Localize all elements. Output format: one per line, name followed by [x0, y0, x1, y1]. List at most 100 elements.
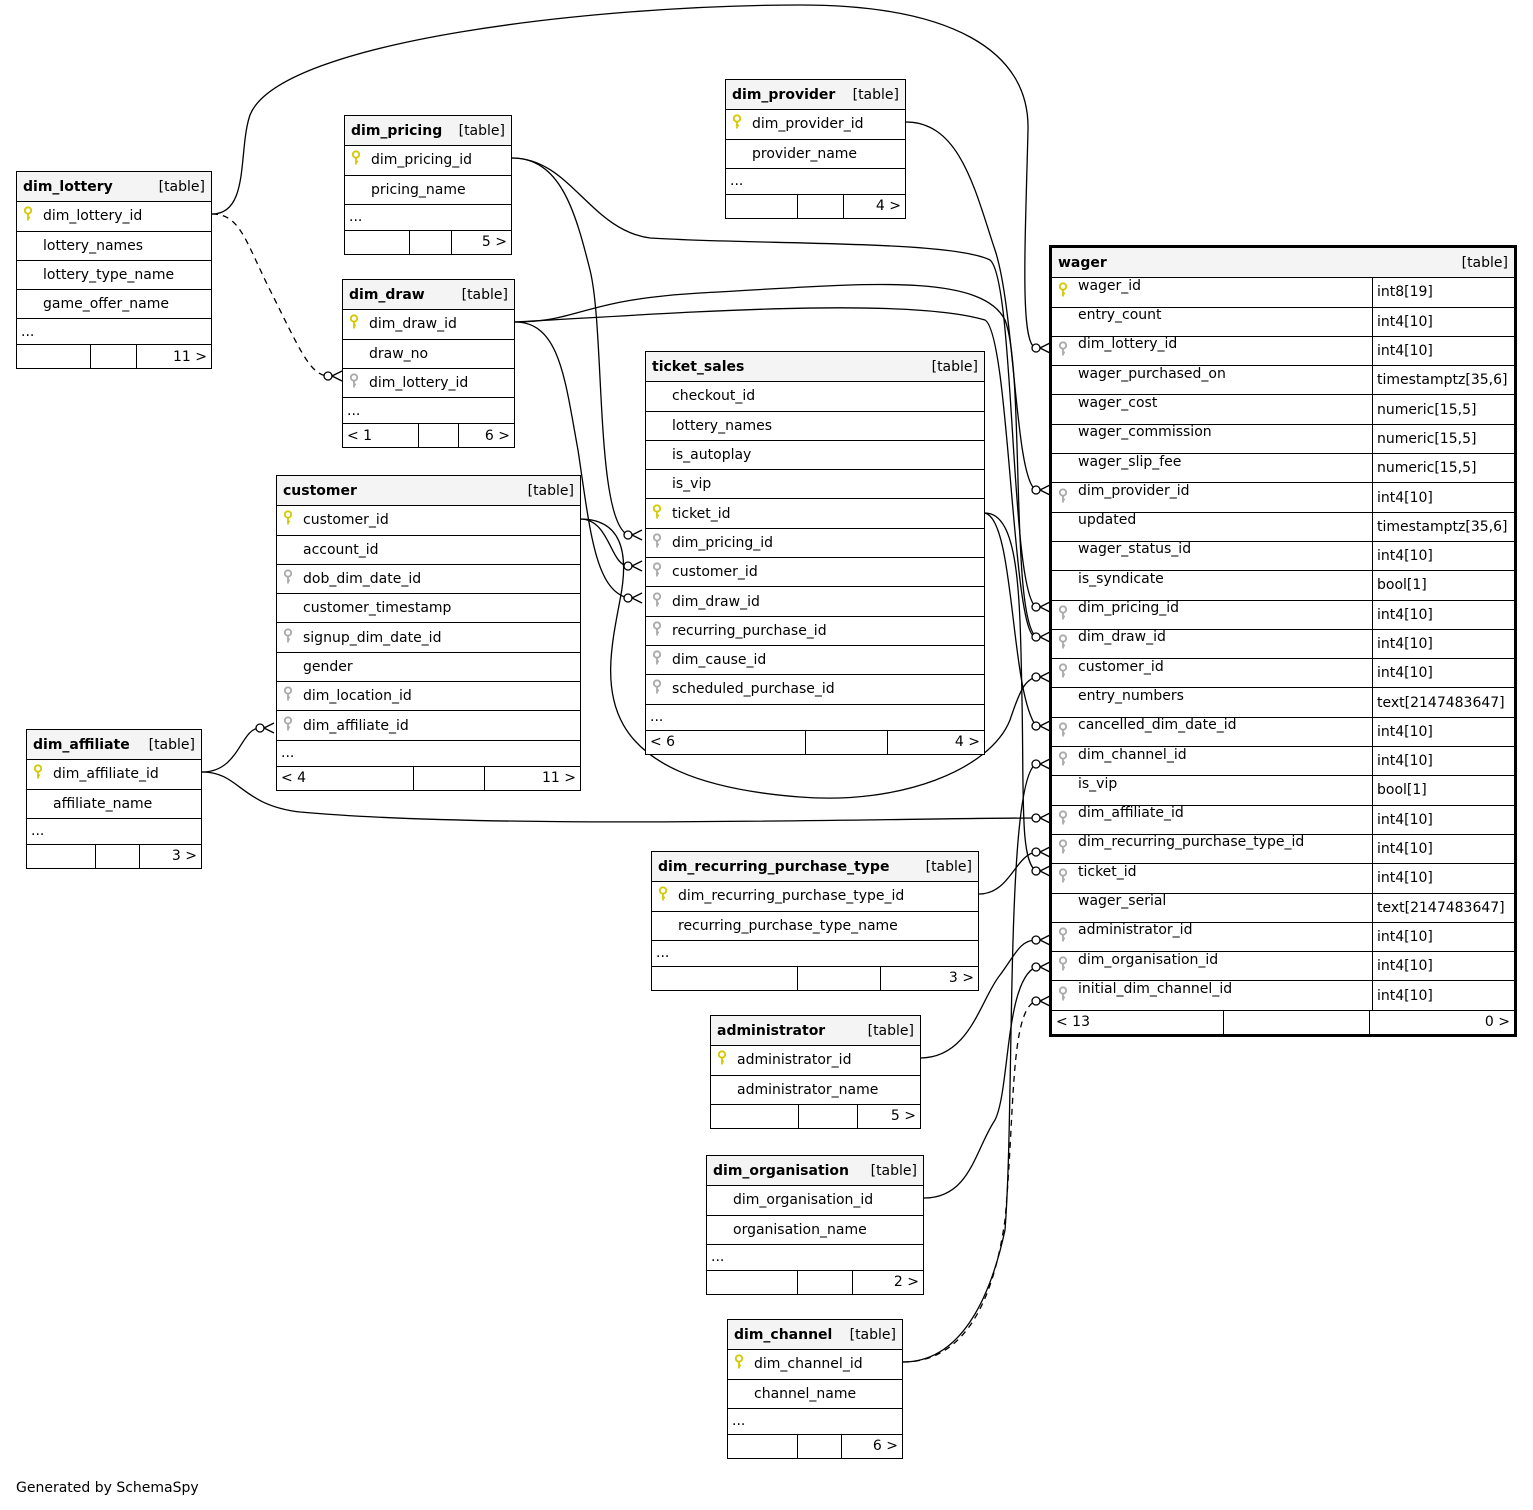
column-row[interactable]: dim_affiliate_id [27, 759, 201, 788]
column-row[interactable]: gender [277, 651, 580, 681]
column-row[interactable]: dim_channel_id [728, 1349, 902, 1378]
column-row[interactable]: dim_location_id [277, 681, 580, 710]
parent-count[interactable] [707, 1270, 798, 1294]
column-row[interactable]: lottery_names [17, 230, 211, 260]
child-count[interactable]: 4 > [954, 734, 980, 751]
child-count[interactable]: 4 > [875, 198, 901, 215]
parent-count[interactable] [728, 1434, 798, 1458]
column-row[interactable]: administrator_id [711, 1045, 920, 1074]
child-count[interactable]: 2 > [893, 1274, 919, 1291]
column-row[interactable]: dim_pricing_id [646, 527, 984, 557]
column-row[interactable]: dim_organisation_id [707, 1185, 923, 1214]
column-row[interactable]: dim_affiliate_id [277, 710, 580, 739]
column-row[interactable]: administrator_name [711, 1074, 920, 1104]
column-row[interactable]: dim_lottery_id [17, 201, 211, 230]
column-row[interactable]: customer_timestamp [277, 593, 580, 622]
child-count[interactable]: 6 > [872, 1438, 898, 1455]
parent-count[interactable]: < 4 [277, 766, 414, 790]
child-count[interactable]: 11 > [542, 770, 576, 787]
column-row[interactable]: channel_name [728, 1378, 902, 1408]
parent-count[interactable] [711, 1104, 799, 1128]
column-row[interactable]: dim_draw_id [343, 309, 514, 338]
child-count[interactable]: 5 > [890, 1108, 916, 1125]
column-row[interactable]: dim_provider_id [726, 109, 905, 138]
column-row[interactable]: game_offer_name [17, 289, 211, 318]
table-dim-recurring-purchase-type[interactable]: dim_recurring_purchase_type[table]dim_re… [651, 851, 979, 991]
column-row[interactable]: dob_dim_date_id [277, 563, 580, 593]
column-row[interactable]: draw_no [343, 338, 514, 368]
column-row[interactable]: dim_draw_id [646, 586, 984, 615]
parent-count[interactable]: < 13 [1052, 1010, 1224, 1034]
column-row[interactable]: ticket_id [646, 498, 984, 527]
column-row[interactable]: recurring_purchase_type_name [652, 910, 978, 940]
column-row[interactable]: checkout_id [646, 381, 984, 410]
child-count[interactable]: 5 > [481, 234, 507, 251]
child-count[interactable]: 6 > [484, 427, 510, 444]
column-row[interactable]: lottery_names [646, 410, 984, 440]
column-row[interactable]: scheduled_purchase_id [646, 674, 984, 703]
column-row[interactable]: dim_recurring_purchase_type_id [652, 881, 978, 910]
column-row[interactable]: affiliate_name [27, 788, 201, 818]
column-row[interactable]: dim_pricing_id [345, 145, 511, 174]
column-row[interactable]: pricing_name [345, 174, 511, 204]
parent-count[interactable]: < 6 [646, 730, 806, 754]
parent-count[interactable]: < 1 [343, 424, 419, 448]
parent-count[interactable] [726, 194, 798, 218]
column-row[interactable]: customer_id [277, 505, 580, 534]
parent-count[interactable] [652, 966, 798, 990]
child-count[interactable]: 3 > [948, 970, 974, 987]
table-dim-organisation[interactable]: dim_organisation[table]dim_organisation_… [706, 1155, 924, 1295]
child-count[interactable]: 11 > [173, 348, 207, 365]
parent-count[interactable] [345, 230, 410, 254]
parent-count[interactable] [17, 345, 91, 369]
column-row[interactable]: organisation_name [707, 1214, 923, 1244]
column-row[interactable]: dim_lottery_id [343, 367, 514, 397]
child-count[interactable]: 0 > [1484, 1014, 1510, 1031]
column-row[interactable]: account_id [277, 534, 580, 564]
column-row[interactable]: is_autoplay [646, 439, 984, 469]
column-row[interactable]: recurring_purchase_id [646, 615, 984, 645]
column-row[interactable]: lottery_type_name [17, 259, 211, 289]
column-row[interactable]: provider_name [726, 138, 905, 168]
column-row[interactable]: dim_cause_id [646, 644, 984, 674]
column-row[interactable]: customer_id [646, 557, 984, 586]
column-row[interactable]: signup_dim_date_id [277, 622, 580, 651]
parent-count[interactable] [27, 844, 96, 868]
column-row[interactable]: is_vip [646, 469, 984, 498]
